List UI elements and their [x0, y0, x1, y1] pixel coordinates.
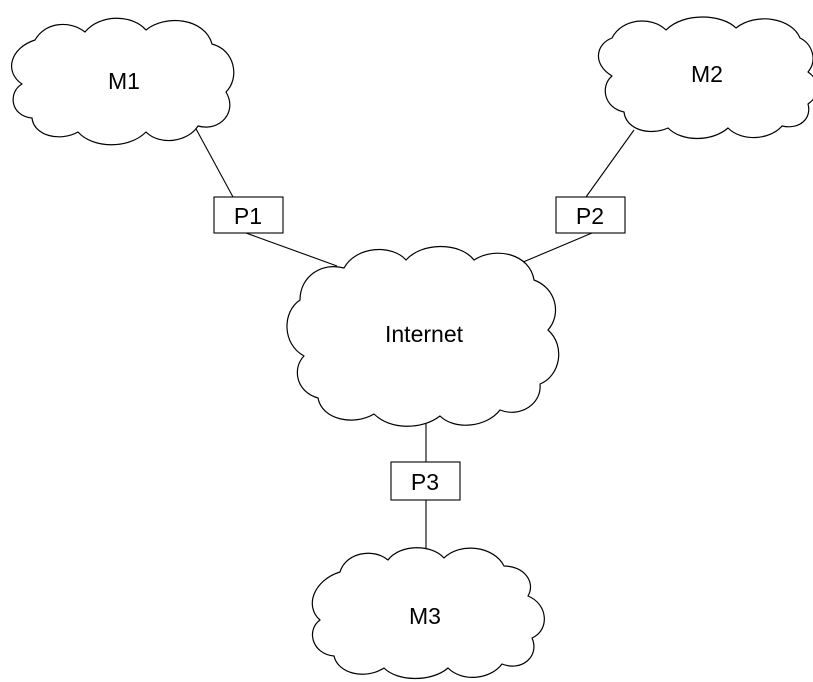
- node-label-m1: M1: [108, 68, 140, 94]
- cloud-m1-shape: [11, 17, 235, 146]
- cloud-m3-shape: [311, 547, 545, 679]
- cloud-m2: M2: [597, 16, 813, 139]
- cloud-internet: Internet: [286, 245, 560, 427]
- proxy-label-p2: P2: [576, 203, 604, 229]
- cloud-m2-shape: [597, 16, 813, 139]
- link-p1-internet: [245, 232, 338, 267]
- cloud-m3: M3: [311, 547, 545, 679]
- proxy-p2: P2: [555, 196, 626, 234]
- proxy-p1-box: [213, 196, 284, 234]
- proxy-p3: P3: [390, 461, 461, 501]
- node-label-m2: M2: [691, 61, 723, 87]
- node-label-m3: M3: [409, 603, 441, 629]
- link-m2-p2: [585, 129, 635, 198]
- node-label-internet: Internet: [385, 321, 464, 347]
- proxy-label-p3: P3: [411, 469, 439, 495]
- proxy-label-p1: P1: [234, 203, 262, 229]
- proxy-p2-box: [555, 196, 626, 234]
- cloud-m1: M1: [11, 17, 235, 146]
- cloud-internet-shape: [286, 245, 560, 427]
- proxy-p1: P1: [213, 196, 284, 234]
- link-m1-p1: [194, 126, 234, 198]
- proxy-p3-box: [390, 461, 461, 501]
